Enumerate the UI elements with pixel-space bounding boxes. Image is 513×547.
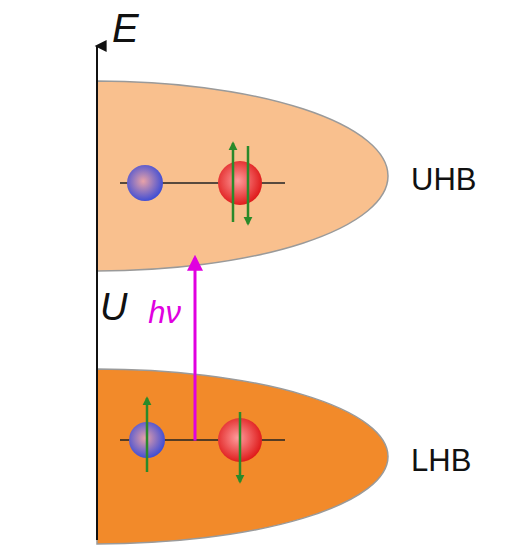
band-name: UHB	[411, 162, 476, 198]
spin-arrow	[232, 143, 235, 222]
excitation-arrow	[194, 258, 197, 441]
band-name: LHB	[411, 443, 471, 479]
photon-label: hν	[148, 295, 181, 331]
spin-arrow	[239, 412, 242, 482]
axis-label: E	[112, 6, 139, 51]
blue-site	[127, 165, 163, 201]
band-outline	[97, 369, 388, 544]
gap-label: U	[100, 286, 127, 329]
spin-arrow	[146, 398, 149, 472]
red-site	[218, 161, 262, 205]
energy-axis	[96, 46, 98, 540]
spin-arrow	[247, 146, 250, 224]
band-outline	[97, 81, 388, 271]
